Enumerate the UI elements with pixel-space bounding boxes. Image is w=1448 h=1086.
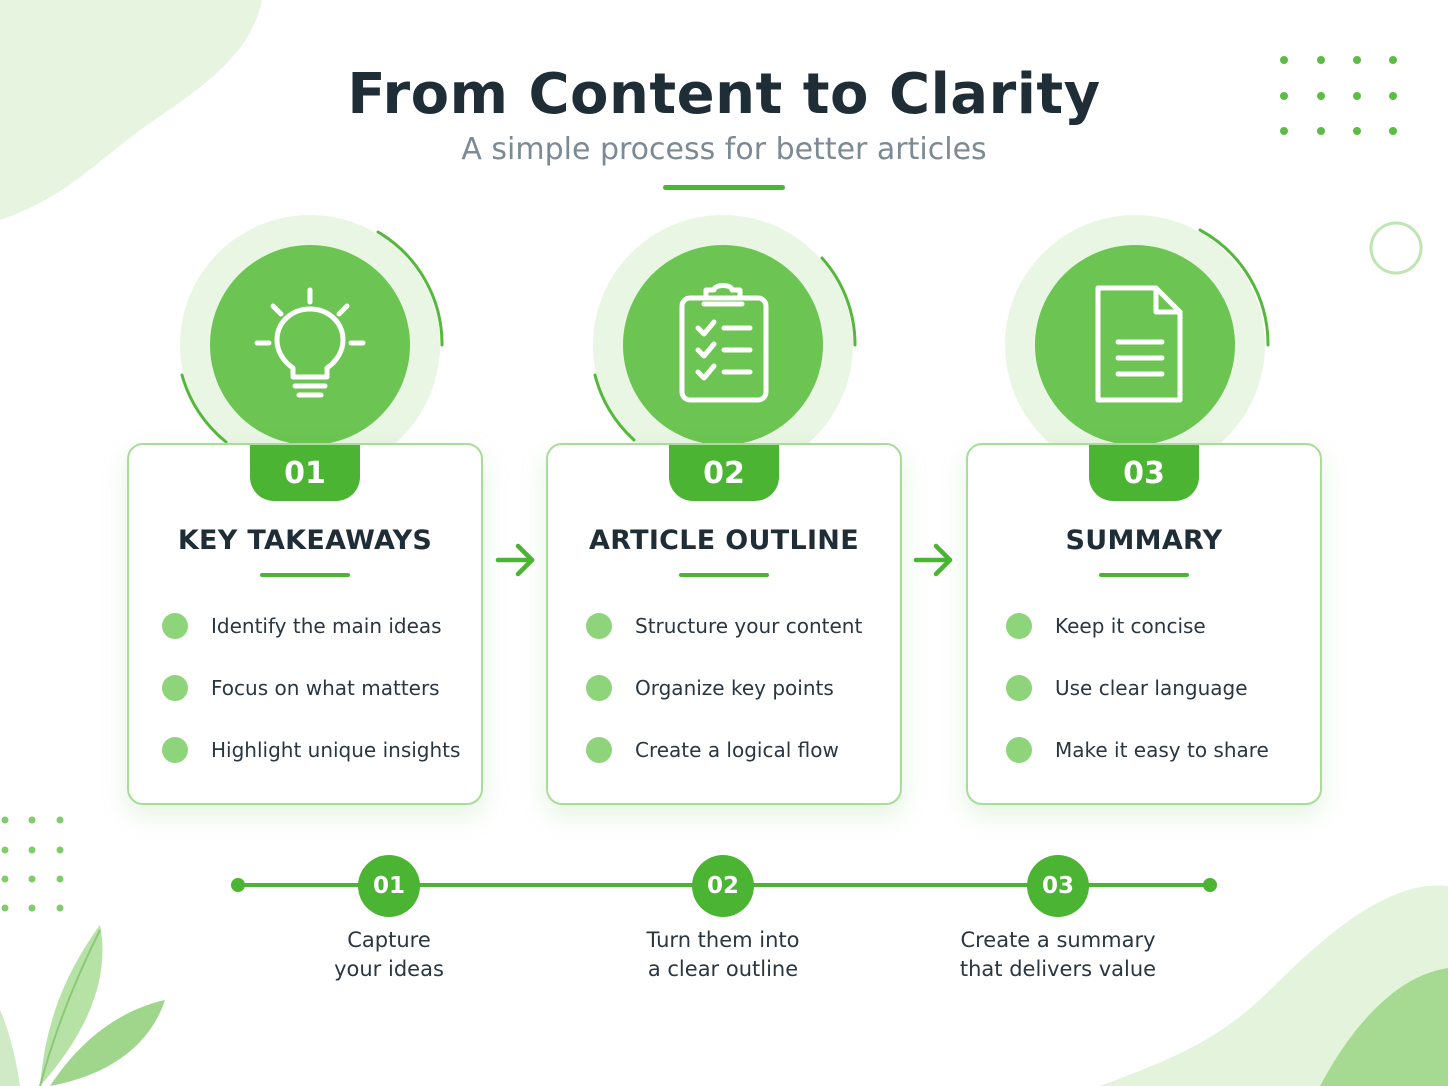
- bullet-item: Make it easy to share: [1006, 735, 1316, 765]
- timeline-node-3: 03: [1027, 855, 1089, 917]
- bottom-right-blob-dark: [1320, 968, 1448, 1086]
- timeline-label-1: Capture your ideas: [269, 926, 509, 984]
- bullet-item: Create a logical flow: [586, 735, 896, 765]
- bullet-text: Create a logical flow: [635, 738, 839, 762]
- timeline-node-2: 02: [692, 855, 754, 917]
- bullet-dot: [162, 613, 188, 639]
- step-number-badge: 02: [669, 445, 779, 501]
- step-card-2: 02 ARTICLE OUTLINE Structure your conten…: [546, 443, 902, 805]
- step-title: SUMMARY: [1065, 525, 1223, 556]
- step-1-icon-disc: [210, 245, 410, 445]
- timeline-label-line: Turn them into: [646, 928, 800, 952]
- bullet-text: Keep it concise: [1055, 614, 1206, 638]
- step-title: ARTICLE OUTLINE: [589, 525, 859, 556]
- bullet-item: Structure your content: [586, 611, 896, 641]
- step-title-underline: [1099, 573, 1189, 577]
- title-underline: [663, 185, 785, 190]
- page-subtitle: A simple process for better articles: [461, 132, 987, 167]
- timeline-label-3: Create a summary that delivers value: [938, 926, 1178, 984]
- step-title: KEY TAKEAWAYS: [177, 525, 433, 556]
- step-2-icon-disc: [623, 245, 823, 445]
- leaf-decoration: [0, 925, 165, 1086]
- timeline-end-dot: [1203, 878, 1217, 892]
- arrow-right-icon: [913, 543, 953, 577]
- timeline-label-line: Create a summary: [960, 928, 1156, 952]
- bullet-item: Keep it concise: [1006, 611, 1316, 641]
- document-icon: [1095, 285, 1183, 403]
- timeline-node-1: 01: [358, 855, 420, 917]
- bullet-item: Highlight unique insights: [162, 735, 472, 765]
- bullet-dot: [1006, 737, 1032, 763]
- step-3-icon-disc: [1035, 245, 1235, 445]
- timeline-label-line: a clear outline: [647, 957, 799, 981]
- bullet-text: Highlight unique insights: [211, 738, 461, 762]
- bullet-text: Organize key points: [635, 676, 834, 700]
- bullet-text: Structure your content: [635, 614, 863, 638]
- step-card-1: 01 KEY TAKEAWAYS Identify the main ideas…: [127, 443, 483, 805]
- bullet-dot: [162, 675, 188, 701]
- ring-decoration: [1369, 221, 1423, 275]
- arrow-right-icon: [495, 543, 535, 577]
- bullet-dot: [586, 613, 612, 639]
- step-title-underline: [260, 573, 350, 577]
- timeline-start-dot: [231, 878, 245, 892]
- bullet-text: Make it easy to share: [1055, 738, 1269, 762]
- timeline-label-line: that delivers value: [959, 957, 1157, 981]
- lightbulb-icon: [254, 287, 366, 398]
- timeline-label-line: Capture: [347, 928, 431, 952]
- bullet-text: Use clear language: [1055, 676, 1248, 700]
- bullet-dot: [586, 737, 612, 763]
- bullet-text: Identify the main ideas: [211, 614, 442, 638]
- bullet-item: Focus on what matters: [162, 673, 472, 703]
- timeline-label-line: your ideas: [334, 957, 444, 981]
- dot-grid-left: [1, 816, 64, 912]
- bullet-dot: [1006, 613, 1032, 639]
- page-title: From Content to Clarity: [347, 62, 1101, 127]
- bullet-dot: [586, 675, 612, 701]
- bullet-item: Identify the main ideas: [162, 611, 472, 641]
- bullet-dot: [162, 737, 188, 763]
- bullet-item: Use clear language: [1006, 673, 1316, 703]
- clipboard-checklist-icon: [679, 283, 769, 403]
- dot-grid-top-right: [1280, 56, 1397, 135]
- top-left-blob: [0, 0, 262, 220]
- bullet-dot: [1006, 675, 1032, 701]
- timeline-label-2: Turn them into a clear outline: [603, 926, 843, 984]
- bullet-item: Organize key points: [586, 673, 896, 703]
- bullet-text: Focus on what matters: [211, 676, 440, 700]
- step-number-badge: 01: [250, 445, 360, 501]
- step-number-badge: 03: [1089, 445, 1199, 501]
- step-card-3: 03 SUMMARY Keep it concise Use clear lan…: [966, 443, 1322, 805]
- step-title-underline: [679, 573, 769, 577]
